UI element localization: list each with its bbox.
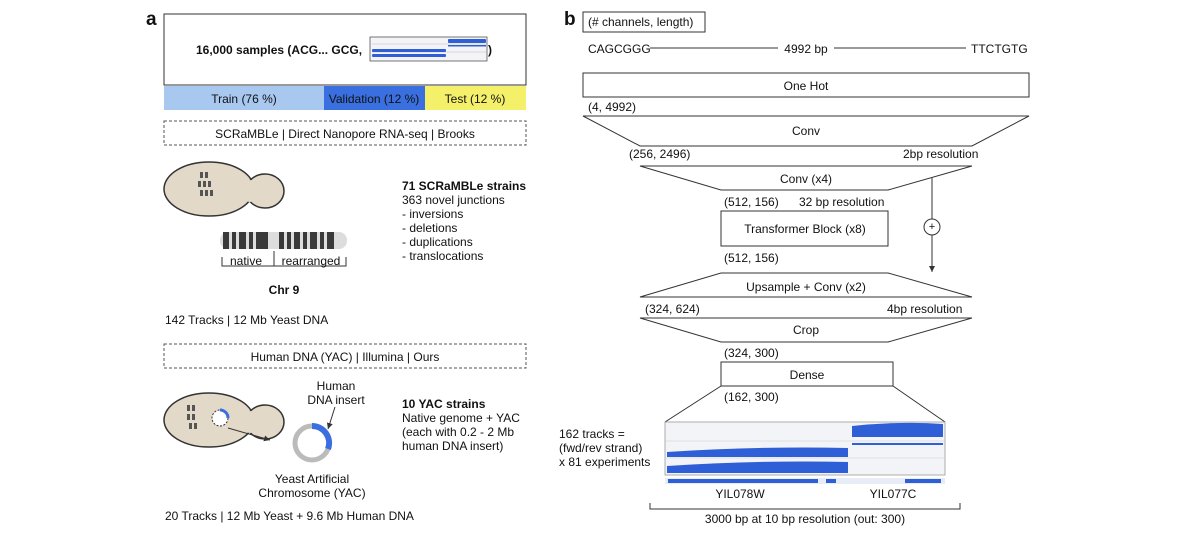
yac-label: Yeast Artificial Chromosome (YAC) <box>258 472 366 500</box>
dense-layer <box>720 361 894 387</box>
upsample-label: Upsample + Conv (x2) <box>746 280 866 294</box>
train-label: Train (76 %) <box>211 92 277 106</box>
transformer-layer <box>720 210 889 247</box>
yac-strains-line: (each with 0.2 - 2 Mb <box>402 425 515 439</box>
test-split-bar <box>425 86 526 110</box>
yac-strains-line: Native genome + YAC <box>402 411 520 425</box>
chr9-label: Chr 9 <box>268 283 300 297</box>
shape-7: (162, 300) <box>724 390 779 404</box>
crop-label: Crop <box>792 323 820 337</box>
shape-1: (4, 4992) <box>588 100 637 114</box>
onehot-layer <box>582 72 1030 98</box>
dataset2-header-box <box>163 343 527 369</box>
validation-label: Validation (12 %) <box>328 92 420 106</box>
strains-line: - deletions <box>402 221 458 235</box>
track-plot <box>649 421 961 510</box>
dense-label: Dense <box>789 368 825 382</box>
seq-end: TTCTGTG <box>971 42 1028 56</box>
shape-legend: (# channels, length) <box>588 15 694 29</box>
strains-line: - translocations <box>402 249 484 263</box>
onehot-label: One Hot <box>783 79 829 93</box>
skip-connection <box>923 178 941 272</box>
shape-3: (512, 156) <box>724 195 779 209</box>
mini-track-thumbnail <box>369 36 488 62</box>
yac-strains-title: 10 YAC strains <box>402 397 486 411</box>
native-label: native <box>229 254 263 268</box>
dataset2-header: Human DNA (YAC) | Illumina | Ours <box>250 350 440 364</box>
resolution-4bp: 4bp resolution <box>887 302 963 316</box>
strains-line: 363 novel junctions <box>402 193 505 207</box>
yeast-cell-yac-icon <box>163 392 285 448</box>
validation-split-bar <box>324 86 425 110</box>
seq-length: 4992 bp <box>784 42 828 56</box>
chromosome-9-icon <box>220 232 347 267</box>
conv4-layer <box>639 165 973 191</box>
upsample-layer <box>639 272 973 298</box>
dataset1-header: SCRaMBLe | Direct Nanopore RNA-seq | Bro… <box>215 127 475 141</box>
samples-text: 16,000 samples (ACG... GCG, <box>196 43 363 57</box>
seq-start: CAGCGGG <box>588 42 651 56</box>
conv-layer <box>582 115 1030 147</box>
gene-yil077c: YIL077C <box>869 487 917 501</box>
rearranged-label: rearranged <box>281 254 341 268</box>
conv4-label: Conv (x4) <box>779 172 833 186</box>
shape-5: (324, 624) <box>645 302 700 316</box>
dataset1-header-box <box>163 120 527 146</box>
resolution-2bp: 2bp resolution <box>903 147 979 161</box>
strains-line: - inversions <box>402 207 464 221</box>
dataset2-footer: 20 Tracks | 12 Mb Yeast + 9.6 Mb Human D… <box>165 509 414 523</box>
panel-b-label: b <box>564 9 576 30</box>
scramble-strains-title: 71 SCRaMBLe strains <box>402 179 527 193</box>
samples-close-paren: ) <box>488 43 492 57</box>
train-split-bar <box>164 86 324 110</box>
transformer-label: Transformer Block (x8) <box>744 222 866 236</box>
shape-2: (256, 2496) <box>629 147 691 161</box>
resolution-32bp: 32 bp resolution <box>799 195 885 209</box>
yeast-cell-icon <box>163 161 285 217</box>
conv-label: Conv <box>791 124 821 138</box>
shape-4: (512, 156) <box>724 251 779 265</box>
gene-yil078w: YIL078W <box>715 487 765 501</box>
strains-line: - duplications <box>402 235 473 249</box>
test-label: Test (12 %) <box>444 92 506 106</box>
dataset1-footer: 142 Tracks | 12 Mb Yeast DNA <box>165 313 329 327</box>
human-dna-insert-label: Human DNA insert <box>307 379 365 407</box>
yac-strains-line: human DNA insert) <box>402 439 504 453</box>
output-footer: 3000 bp at 10 bp resolution (out: 300) <box>704 512 906 526</box>
shape-legend-box <box>582 11 706 33</box>
panel-a-label: a <box>146 9 157 30</box>
yac-ring-icon <box>292 406 336 463</box>
crop-layer <box>639 317 973 343</box>
tracks-label: 162 tracks = (fwd/rev strand) x 81 exper… <box>559 427 651 469</box>
shape-6: (324, 300) <box>724 346 779 360</box>
plus-icon: + <box>928 221 936 233</box>
